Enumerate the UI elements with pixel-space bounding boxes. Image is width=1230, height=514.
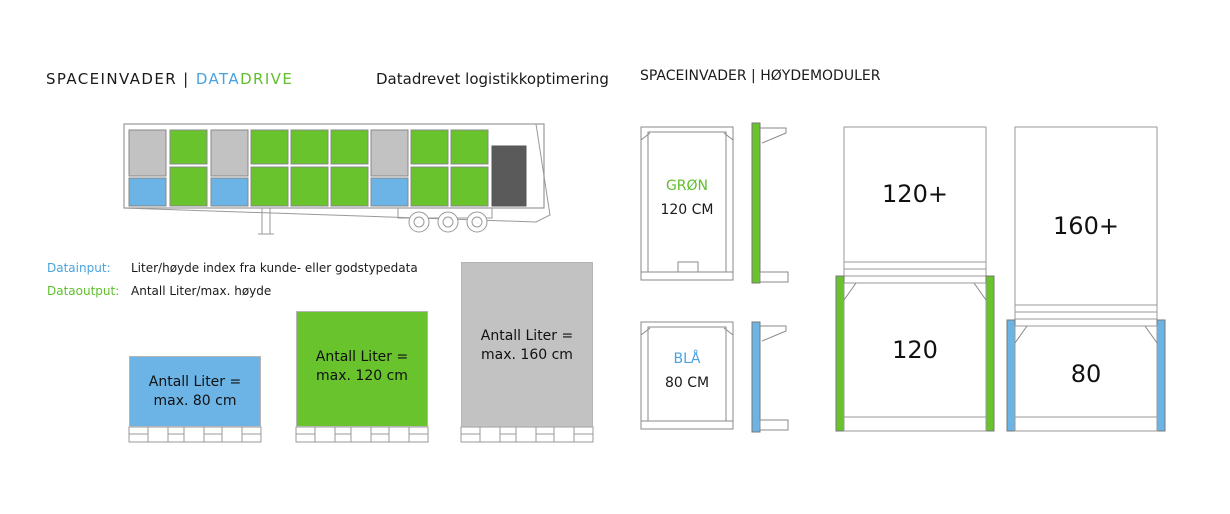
- cargo-gray-3: [370, 129, 409, 177]
- brand-data: DATA: [195, 70, 241, 88]
- stack-a-top-label: 120+: [882, 180, 948, 208]
- cargo-green-11: [410, 129, 449, 165]
- cargo-green-3: [290, 166, 329, 207]
- brand-drive: DRIVE: [240, 70, 294, 88]
- green-module-height: 120 CM: [660, 202, 714, 218]
- cargo-green-6: [450, 166, 489, 207]
- green-module-label: GRØN 120 CM: [641, 174, 733, 222]
- cargo-blue-2: [210, 177, 249, 207]
- cargo-gray-2: [210, 129, 249, 177]
- stack-b: [1006, 126, 1166, 432]
- brand-datadrive: SPACEINVADER | DATADRIVE: [46, 70, 293, 88]
- stack-b-top-label: 160+: [1053, 212, 1119, 240]
- legend-input-value: Liter/høyde index fra kunde- eller godst…: [131, 261, 418, 275]
- cargo-gray-1: [128, 129, 167, 177]
- box-80cm-line2: max. 80 cm: [153, 392, 237, 409]
- box-160cm-line1: Antall Liter =: [480, 328, 574, 344]
- legend-output-value: Antall Liter/max. høyde: [131, 284, 272, 298]
- brand-name: SPACEINVADER |: [46, 70, 196, 88]
- cargo-green-10: [330, 129, 369, 165]
- box-pallets: [128, 426, 594, 443]
- box-80cm: Antall Liter = max. 80 cm: [129, 356, 261, 427]
- cargo-green-1: [169, 166, 208, 207]
- legend-input-key: Datainput:: [47, 261, 111, 275]
- cargo-green-5: [410, 166, 449, 207]
- box-80cm-line1: Antall Liter =: [148, 373, 242, 390]
- box-160cm-line2: max. 160 cm: [481, 347, 573, 363]
- brand-hoydemoduler: SPACEINVADER | HØYDEMODULER: [640, 68, 881, 84]
- cargo-dark: [491, 145, 527, 207]
- page-subtitle: Datadrevet logistikkoptimering: [376, 70, 609, 88]
- cargo-blue-3: [370, 177, 409, 207]
- box-160cm: Antall Liter = max. 160 cm: [461, 262, 593, 427]
- cargo-green-7: [169, 129, 208, 165]
- stack-b-bottom-label: 80: [1070, 360, 1102, 388]
- stack-a: [835, 126, 995, 432]
- box-120cm: Antall Liter = max. 120 cm: [296, 311, 428, 427]
- cargo-green-4: [330, 166, 369, 207]
- green-module-side: [751, 122, 789, 284]
- green-module-name: GRØN: [665, 178, 709, 194]
- stack-a-bottom-label: 120: [892, 336, 938, 364]
- trailer-illustration: [123, 123, 551, 235]
- blue-module-side: [751, 321, 789, 433]
- blue-module-front: [640, 321, 734, 430]
- cargo-blue-1: [128, 177, 167, 207]
- green-module-front: [640, 126, 734, 281]
- legend-output-key: Dataoutput:: [47, 284, 120, 298]
- cargo-green-2: [250, 166, 289, 207]
- box-120cm-line1: Antall Liter =: [315, 349, 409, 365]
- cargo-green-12: [450, 129, 489, 165]
- cargo-green-9: [290, 129, 329, 165]
- cargo-green-8: [250, 129, 289, 165]
- blue-module-height: 80 CM: [664, 375, 710, 391]
- blue-module-name: BLÅ: [673, 351, 701, 367]
- blue-module-label: BLÅ 80 CM: [641, 347, 733, 395]
- box-120cm-line2: max. 120 cm: [316, 368, 408, 384]
